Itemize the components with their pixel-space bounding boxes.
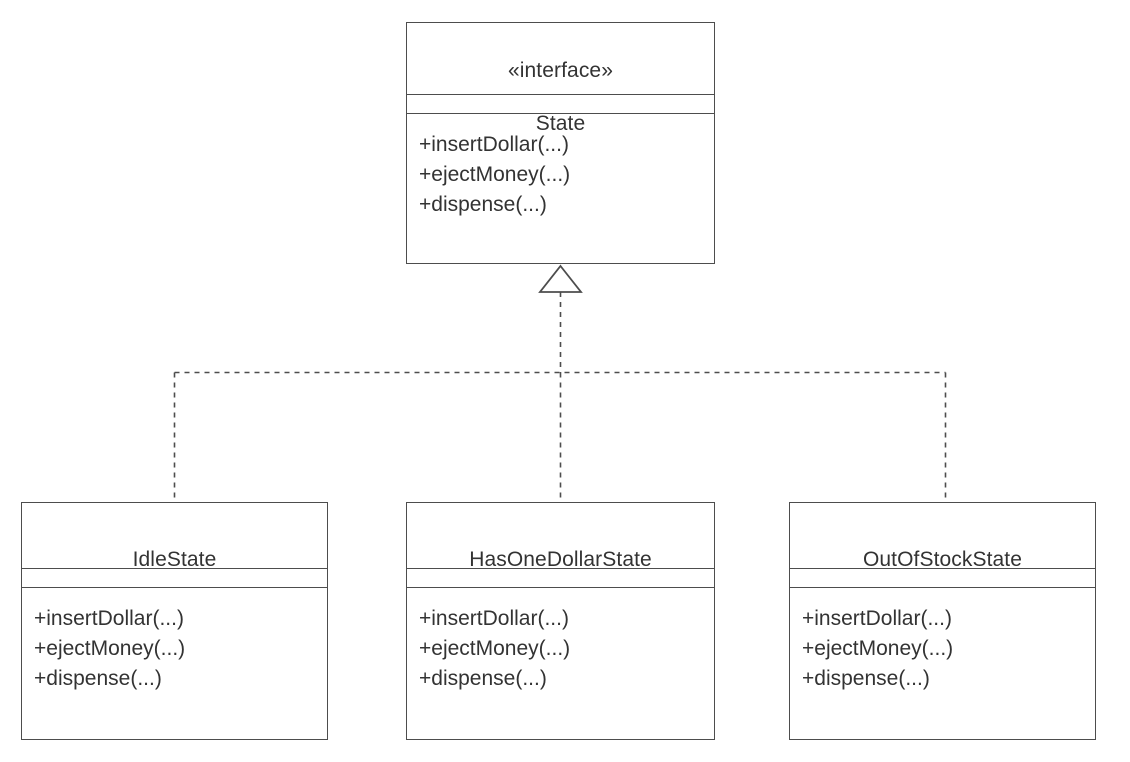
method-item: +insertDollar(...) bbox=[419, 607, 569, 630]
class-name-state: State bbox=[535, 112, 586, 135]
class-attributes-idlestate bbox=[22, 568, 327, 588]
class-attributes-hasonedollarstate bbox=[407, 568, 714, 588]
class-title-idlestate: IdleState bbox=[22, 503, 327, 571]
class-title-state: «interface» State bbox=[407, 23, 714, 135]
class-name-idlestate: IdleState bbox=[132, 548, 217, 571]
class-name-hasonedollarstate: HasOneDollarState bbox=[469, 548, 652, 571]
class-methods-outofstockstate: +insertDollar(...) +ejectMoney(...) +dis… bbox=[790, 588, 1095, 739]
method-item: +dispense(...) bbox=[802, 667, 930, 690]
class-box-hasonedollarstate[interactable]: HasOneDollarState +insertDollar(...) +ej… bbox=[406, 502, 715, 740]
class-box-outofstockstate[interactable]: OutOfStockState +insertDollar(...) +ejec… bbox=[789, 502, 1096, 740]
method-item: +ejectMoney(...) bbox=[34, 637, 186, 660]
method-item: +insertDollar(...) bbox=[419, 133, 569, 156]
class-attributes-outofstockstate bbox=[790, 568, 1095, 588]
class-stereotype-state: «interface» bbox=[507, 59, 613, 82]
class-title-outofstockstate: OutOfStockState bbox=[790, 503, 1095, 571]
class-box-idlestate[interactable]: IdleState +insertDollar(...) +ejectMoney… bbox=[21, 502, 328, 740]
class-title-hasonedollarstate: HasOneDollarState bbox=[407, 503, 714, 571]
method-item: +dispense(...) bbox=[34, 667, 162, 690]
class-methods-state: +insertDollar(...) +ejectMoney(...) +dis… bbox=[407, 114, 714, 263]
class-box-state[interactable]: «interface» State +insertDollar(...) +ej… bbox=[406, 22, 715, 264]
method-item: +dispense(...) bbox=[419, 193, 547, 216]
hollow-triangle-arrowhead bbox=[538, 264, 583, 293]
class-methods-hasonedollarstate: +insertDollar(...) +ejectMoney(...) +dis… bbox=[407, 588, 714, 739]
class-methods-idlestate: +insertDollar(...) +ejectMoney(...) +dis… bbox=[22, 588, 327, 739]
method-item: +ejectMoney(...) bbox=[419, 163, 571, 186]
method-item: +ejectMoney(...) bbox=[419, 637, 571, 660]
method-item: +insertDollar(...) bbox=[802, 607, 952, 630]
method-item: +ejectMoney(...) bbox=[802, 637, 954, 660]
class-attributes-state bbox=[407, 94, 714, 114]
method-item: +insertDollar(...) bbox=[34, 607, 184, 630]
class-name-outofstockstate: OutOfStockState bbox=[862, 548, 1023, 571]
method-item: +dispense(...) bbox=[419, 667, 547, 690]
